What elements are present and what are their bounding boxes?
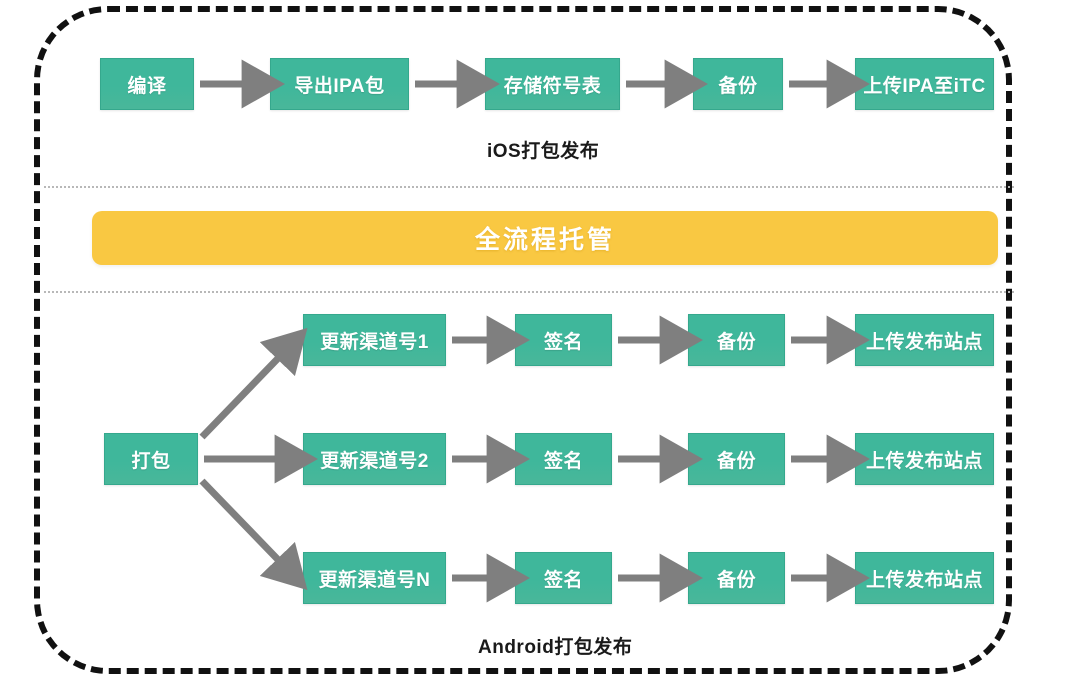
node-android-sign-1[interactable]: 签名 [515,314,612,366]
arrow-package-branch-1 [199,327,308,440]
node-android-sign-2[interactable]: 签名 [515,433,612,485]
caption-android-section: Android打包发布 [478,637,633,658]
section-separator-bottom [44,291,1014,293]
arrow-package-branch-n [199,478,308,591]
node-android-package[interactable]: 打包 [104,433,198,485]
section-separator-top [44,186,1014,188]
node-android-backup-1[interactable]: 备份 [688,314,785,366]
node-android-upload-2[interactable]: 上传发布站点 [855,433,994,485]
node-android-sign-n[interactable]: 签名 [515,552,612,604]
node-ios-export-ipa[interactable]: 导出IPA包 [270,58,409,110]
node-android-backup-2[interactable]: 备份 [688,433,785,485]
node-android-upload-n[interactable]: 上传发布站点 [855,552,994,604]
node-android-channel-1[interactable]: 更新渠道号1 [303,314,446,366]
node-ios-upload-itc[interactable]: 上传IPA至iTC [855,58,994,110]
node-ios-store-symbol[interactable]: 存储符号表 [485,58,620,110]
banner-full-process-hosting[interactable]: 全流程托管 [92,211,998,265]
node-ios-backup[interactable]: 备份 [693,58,783,110]
node-ios-compile[interactable]: 编译 [100,58,194,110]
node-android-channel-2[interactable]: 更新渠道号2 [303,433,446,485]
caption-ios-section: iOS打包发布 [487,141,600,162]
node-android-channel-n[interactable]: 更新渠道号N [303,552,446,604]
node-android-upload-1[interactable]: 上传发布站点 [855,314,994,366]
node-android-backup-n[interactable]: 备份 [688,552,785,604]
